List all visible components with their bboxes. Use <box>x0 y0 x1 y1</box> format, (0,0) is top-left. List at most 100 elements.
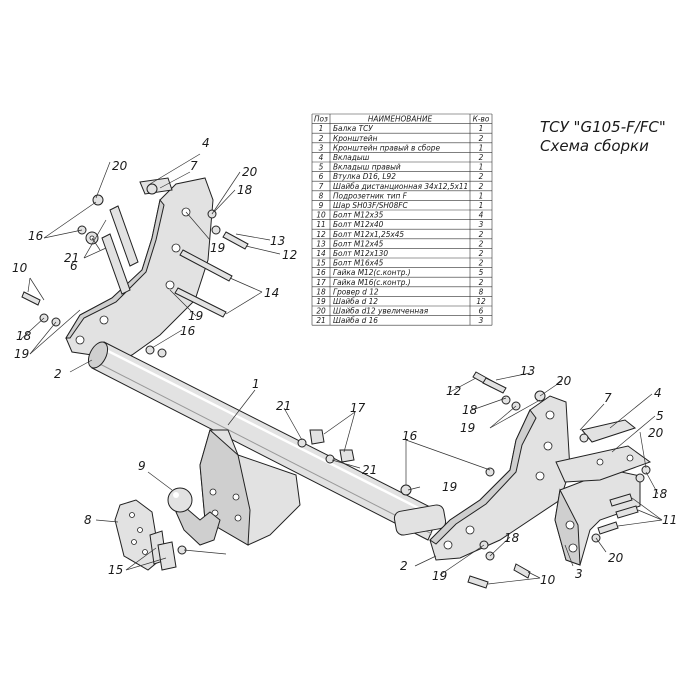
table-cell-name: Болт М12х35 <box>333 210 384 220</box>
table-cell-qty: 2 <box>479 248 484 258</box>
table-cell-pos: 5 <box>319 162 324 172</box>
table-cell-pos: 21 <box>316 315 325 325</box>
table-cell-name: Гайка М16(с.контр.) <box>333 277 411 287</box>
table-cell-name: Болт М12х130 <box>333 248 388 258</box>
table-cell-name: Шар SH03F/SH08FC <box>333 200 409 210</box>
table-cell-name: Болт М12х1,25х45 <box>333 229 404 239</box>
callout-label: 2 <box>54 367 62 381</box>
callout-label: 18 <box>652 487 668 501</box>
table-cell-qty: 5 <box>479 267 484 277</box>
callout-label: 7 <box>190 159 198 173</box>
table-cell-qty: 2 <box>479 277 484 287</box>
left-bracket-hole <box>165 280 175 290</box>
table-cell-qty: 2 <box>479 181 484 191</box>
socket-plate <box>114 499 161 571</box>
callout-label: 20 <box>112 159 128 173</box>
table-cell-pos: 15 <box>316 258 326 268</box>
table-cell-qty: 1 <box>479 200 484 210</box>
table-cell-qty: 12 <box>476 296 486 306</box>
diagram-title: ТСУ "G105-F/FC" <box>540 118 666 136</box>
callout-label: 19 <box>14 347 29 361</box>
ball-neck <box>175 507 221 546</box>
callout-label: 16 <box>28 229 44 243</box>
diagram-subtitle: Схема сборки <box>540 137 649 155</box>
callout-label: 21 <box>362 463 377 477</box>
left-bracket-hole <box>75 335 85 345</box>
table-cell-pos: 20 <box>316 306 326 316</box>
left-bracket-hole <box>171 243 181 253</box>
callout-label: 6 <box>70 259 78 273</box>
beam-end-cap <box>87 341 109 369</box>
table-cell-qty: 6 <box>479 306 484 316</box>
table-cell-pos: 18 <box>316 286 326 296</box>
leader-lines <box>19 153 663 585</box>
spacer-washer <box>146 183 158 195</box>
table-cell-name: Подрозетник тип F <box>333 190 408 200</box>
table-cell-name: Балка ТСУ <box>333 123 373 133</box>
table-cell-pos: 1 <box>319 123 324 133</box>
table-cell-name: Гайка М12(с.контр.) <box>333 267 411 277</box>
table-cell-name: Шайба d12 увеличенная <box>333 306 429 316</box>
beam-end-plate <box>393 504 447 536</box>
table-cell-qty: 1 <box>479 142 484 152</box>
table-cell-qty: 4 <box>479 210 484 220</box>
callout-label: 13 <box>520 364 535 378</box>
callout-label: 1 <box>252 377 260 391</box>
table-cell-pos: 6 <box>319 171 324 181</box>
callout-label: 10 <box>12 261 28 275</box>
table-cell-name: Вкладыш <box>333 152 370 162</box>
table-cell-qty: 1 <box>479 123 484 133</box>
callout-label: 20 <box>608 551 624 565</box>
table-cell-name: Кронштейн правый в сборе <box>333 142 440 152</box>
callout-label: 12 <box>446 384 461 398</box>
callout-label: 4 <box>202 136 210 150</box>
callout-label: 16 <box>402 429 418 443</box>
table-cell-qty: 1 <box>479 162 484 172</box>
callout-label: 18 <box>237 183 253 197</box>
table-cell-qty: 2 <box>479 229 484 239</box>
table-header-cell: НАИМЕНОВАНИЕ <box>368 114 433 124</box>
sleeve-lower <box>101 233 131 295</box>
callout-label: 14 <box>264 286 279 300</box>
table-cell-name: Шайба d 12 <box>333 296 378 306</box>
table-cell-qty: 2 <box>479 133 484 143</box>
callout-label: 16 <box>180 324 196 338</box>
tow-ball <box>167 487 193 513</box>
table-cell-qty: 3 <box>479 219 484 229</box>
table-cell-qty: 2 <box>479 258 484 268</box>
table-cell-qty: 2 <box>479 238 484 248</box>
table-cell-name: Кронштейн <box>333 133 378 143</box>
callout-label: 12 <box>282 248 297 262</box>
callout-label: 19 <box>442 480 457 494</box>
table-cell-name: Шайба дистанционная 34х12,5х11 <box>333 181 468 191</box>
callout-label: 19 <box>460 421 475 435</box>
table-header-cell: К-во <box>473 114 490 124</box>
table-cell-pos: 12 <box>316 229 326 239</box>
table-cell-name: Болт М12х45 <box>333 238 384 248</box>
right-bracket <box>429 395 571 561</box>
callout-label: 19 <box>210 241 225 255</box>
table-cell-pos: 7 <box>319 181 324 191</box>
sleeve-upper <box>109 205 139 267</box>
table-cell-pos: 19 <box>316 296 326 306</box>
table-cell-qty: 8 <box>479 286 484 296</box>
callout-label: 7 <box>604 391 612 405</box>
callout-label: 10 <box>540 573 556 587</box>
table-cell-pos: 8 <box>319 190 324 200</box>
callout-label: 15 <box>108 563 123 577</box>
callout-label: 3 <box>575 567 583 581</box>
table-cell-qty: 2 <box>479 152 484 162</box>
callout-label: 20 <box>648 426 664 440</box>
table-cell-name: Гровер d 12 <box>333 286 379 296</box>
spacer-insert <box>581 419 637 443</box>
table-cell-pos: 17 <box>316 277 326 287</box>
callout-label: 17 <box>350 401 366 415</box>
table-cell-qty: 3 <box>479 315 484 325</box>
callout-label: 20 <box>556 374 572 388</box>
callout-label: 19 <box>188 309 203 323</box>
table-cell-name: Шайба d 16 <box>333 315 378 325</box>
table-cell-pos: 16 <box>316 267 326 277</box>
